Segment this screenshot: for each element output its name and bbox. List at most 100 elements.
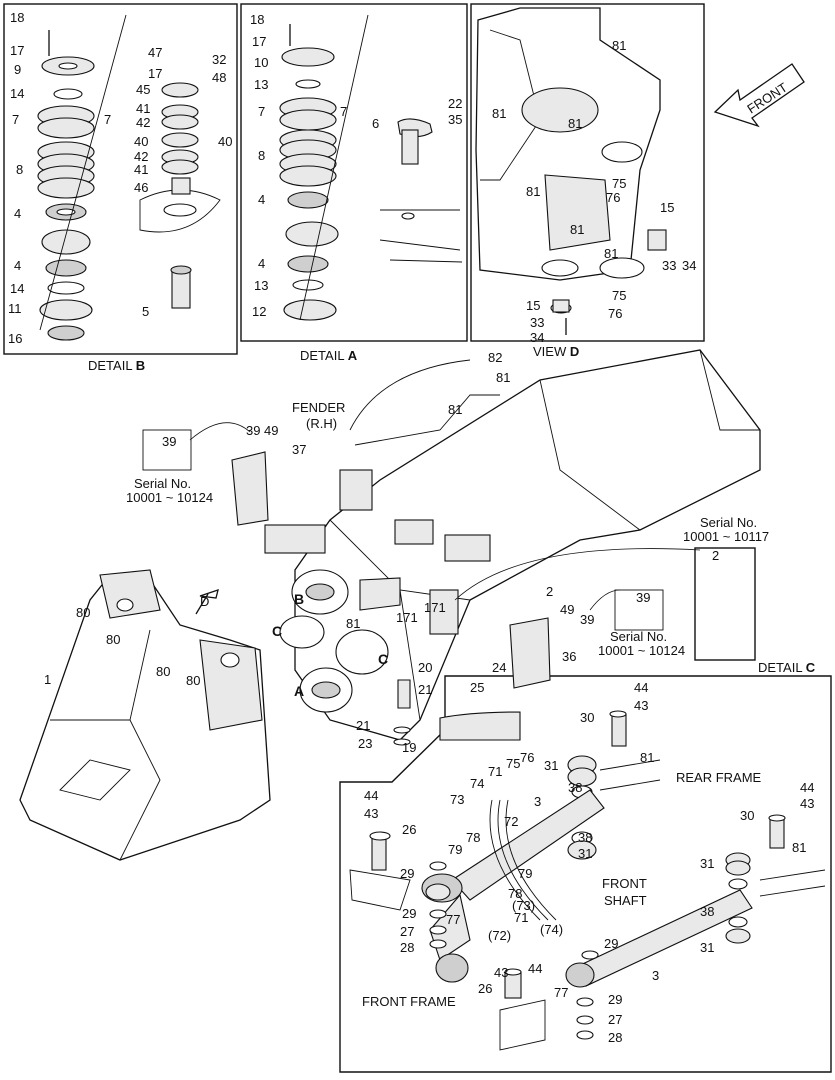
callout-number: 39 [636,590,650,605]
callout-number: 39 [580,612,594,627]
detail-b-caption: DETAIL B [88,358,145,373]
callout-number: 31 [544,758,558,773]
callout-number: 17 [252,34,266,49]
callout-number: 47 [148,45,162,60]
front-arrow: FRONT [713,63,805,128]
rear-frame-assembly [142,349,761,746]
fender-label: FENDER [292,400,345,415]
callout-number: 8 [258,148,265,163]
callout-number: 45 [136,82,150,97]
callout-number: 38 [700,904,714,919]
callout-number: 78 [508,886,522,901]
callout-number: 26 [402,822,416,837]
callout-number: 80 [106,632,120,647]
callout-number: 10 [254,55,268,70]
callout-number: 80 [156,664,170,679]
callout-number: 81 [640,750,654,765]
callout-number: 81 [604,246,618,261]
front-shaft-label-2: SHAFT [604,893,647,908]
callout-number: 29 [402,906,416,921]
callout-number: 14 [10,86,24,101]
callout-number: 1 [44,672,51,687]
detail-a-parts [279,14,463,321]
callout-number: 15 [526,298,540,313]
callout-number: (72) [488,928,511,943]
fender-side-label: (R.H) [306,416,337,431]
serial-range-c: 10001 ~ 10124 [598,643,685,658]
callout-number: 21 [356,718,370,733]
callout-number: 4 [258,192,265,207]
callout-number: 48 [212,70,226,85]
callout-number: 81 [568,116,582,131]
callout-number: 28 [608,1030,622,1045]
callout-number: 7 [340,104,347,119]
detail-b-parts [37,14,221,341]
detail-letter-c2: C [378,651,388,667]
callout-number: 9 [14,62,21,77]
callout-number: 25 [470,680,484,695]
callout-number: 22 [448,96,462,111]
callout-number: D [200,594,209,609]
callout-number: 33 [530,315,544,330]
callout-number: 49 [560,602,574,617]
callout-number: 18 [10,10,24,25]
callout-number: 31 [700,856,714,871]
serial-label-b: Serial No. [700,515,757,530]
callout-number: 13 [254,77,268,92]
callout-number: 4 [14,258,21,273]
detail-letter-c1: C [272,623,282,639]
serial-label-a: Serial No. [134,476,191,491]
callout-number: 43 [634,698,648,713]
callout-number: 41 [136,101,150,116]
callout-number: 17 [148,66,162,81]
callout-number: 42 [136,115,150,130]
callout-number: 29 [608,992,622,1007]
callout-number: 40 [218,134,232,149]
callout-number: 80 [186,673,200,688]
callout-number: 74 [470,776,484,791]
callout-number: 8 [16,162,23,177]
callout-number: 171 [424,600,446,615]
callout-number: 43 [364,806,378,821]
callout-number: 81 [526,184,540,199]
callout-number: (74) [540,922,563,937]
callout-number: 26 [478,981,492,996]
detail-c-frame [339,675,832,1073]
callout-number: 32 [212,52,226,67]
callout-number: 44 [800,780,814,795]
callout-number: 78 [466,830,480,845]
callout-number: 7 [258,104,265,119]
callout-number: 12 [252,304,266,319]
serial-inset-frame [694,547,756,661]
callout-number: 81 [346,616,360,631]
callout-number: 82 [488,350,502,365]
callout-number: 17 [10,43,24,58]
callout-number: 21 [418,682,432,697]
callout-number: 75 [612,288,626,303]
callout-number: 75 [612,176,626,191]
callout-number: 29 [604,936,618,951]
callout-number: 38 [578,830,592,845]
detail-c-parts [349,710,826,1051]
callout-number: 3 [652,968,659,983]
callout-number: 7 [12,112,19,127]
callout-number: 81 [448,402,462,417]
callout-number: 39 [162,434,176,449]
callout-number: 77 [446,912,460,927]
callout-number: 27 [608,1012,622,1027]
callout-number: 71 [514,910,528,925]
callout-number: 46 [134,180,148,195]
detail-b-frame [3,3,238,355]
callout-number: 7 [104,112,111,127]
rear-frame-label: REAR FRAME [676,770,762,785]
callout-number: 37 [292,442,306,457]
callout-number: 27 [400,924,414,939]
detail-letter-a: A [294,683,304,699]
callout-number: 19 [402,740,416,755]
callout-number: 24 [492,660,506,675]
view-d-frame [470,3,705,342]
callout-number: 34 [530,330,544,345]
callout-number: 79 [448,842,462,857]
